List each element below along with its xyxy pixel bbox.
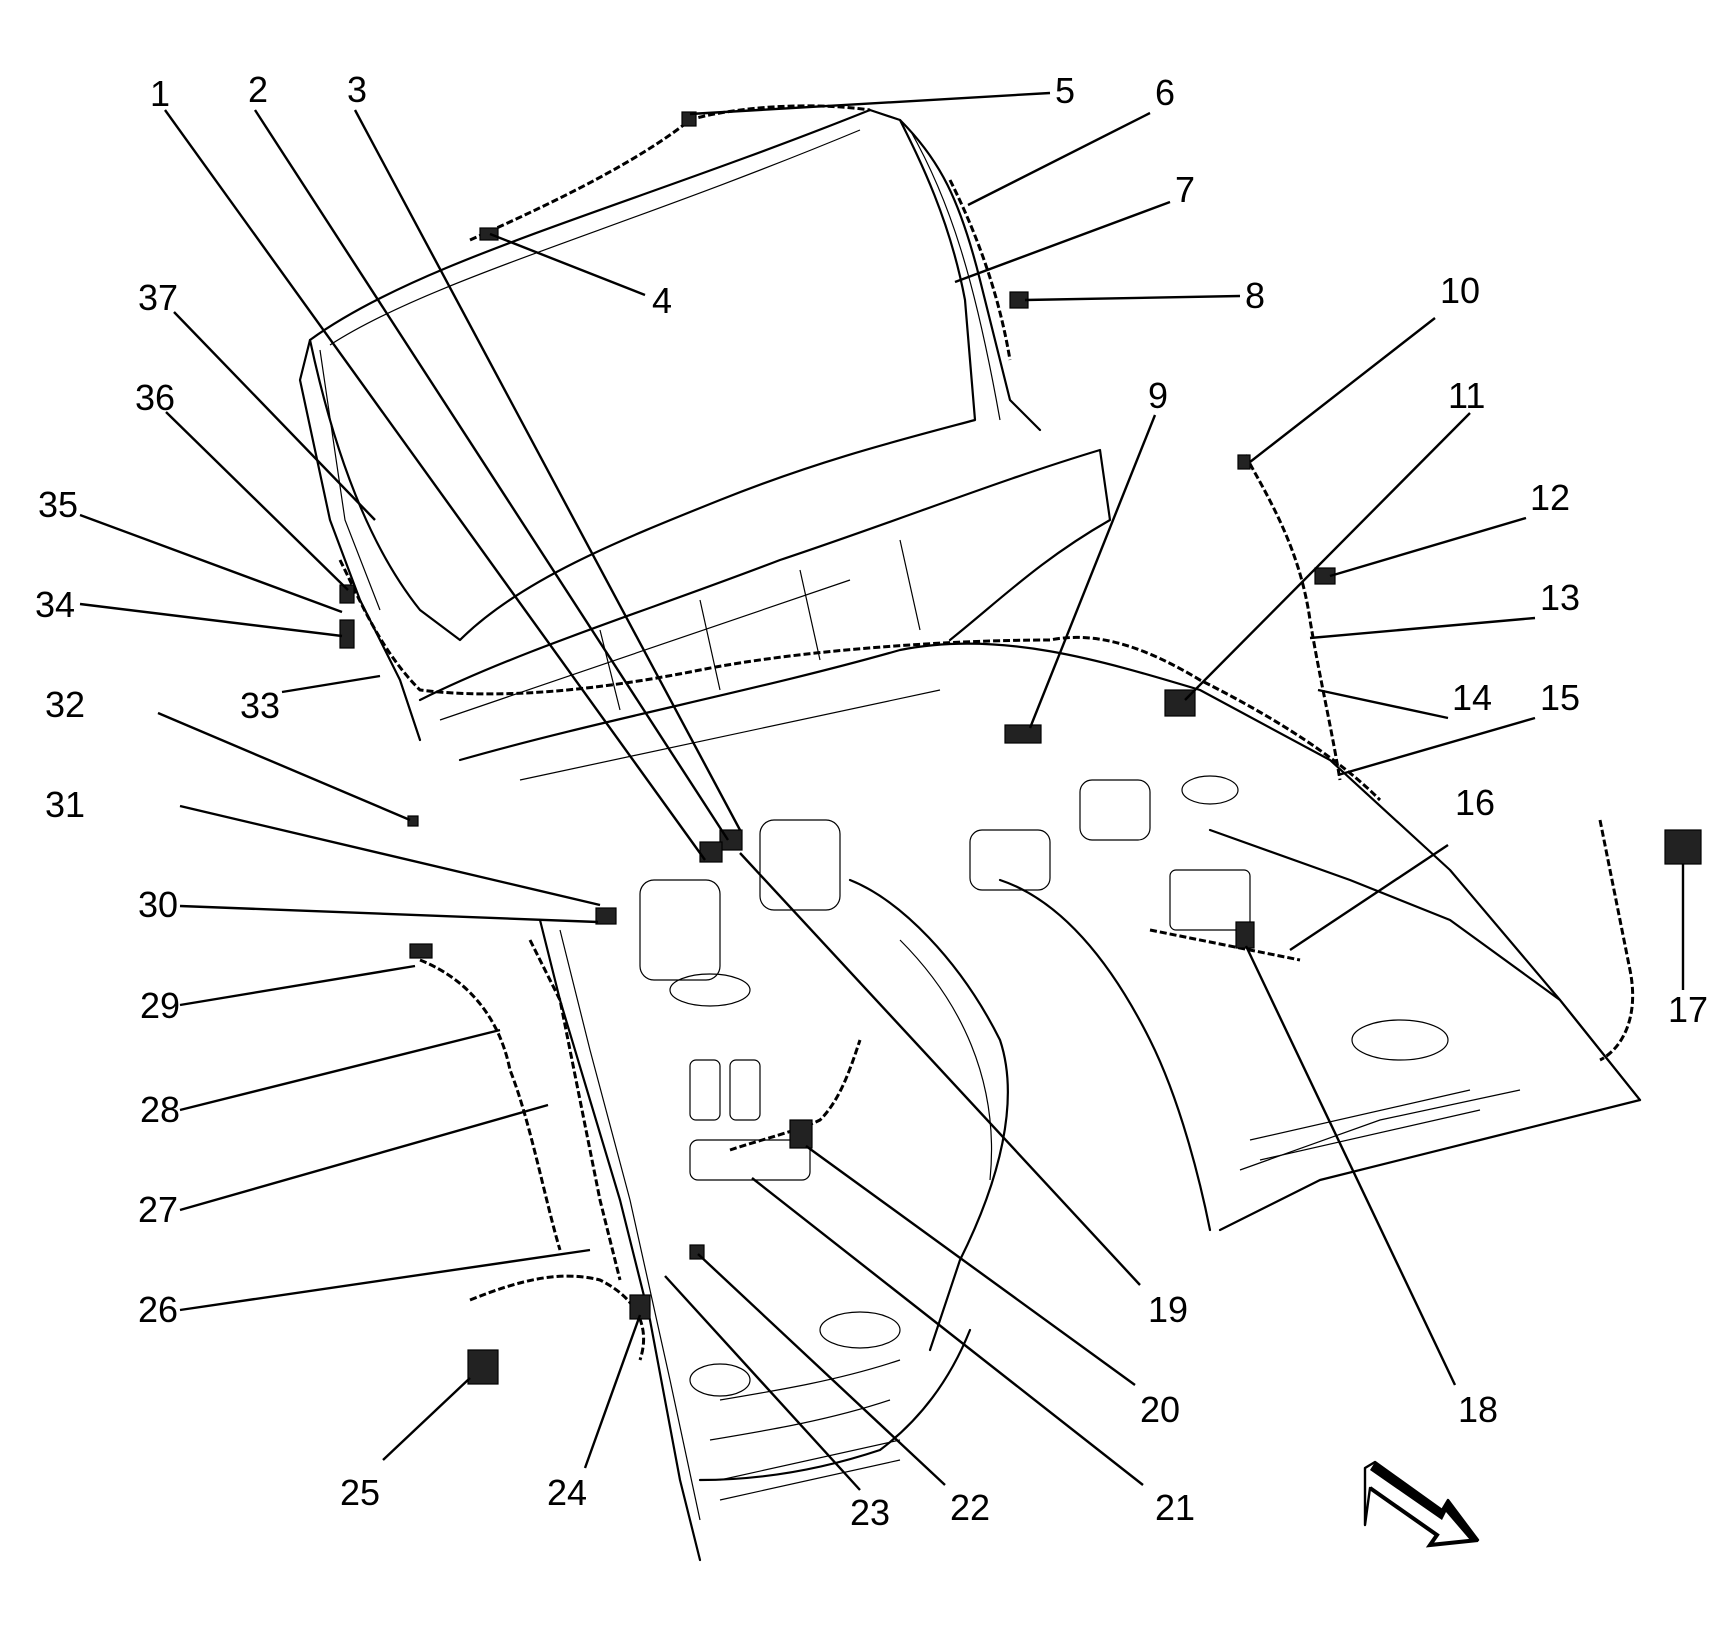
callout-10: 10 (1440, 270, 1480, 311)
leader-5 (689, 91, 1051, 116)
leader-13 (1309, 616, 1536, 640)
leader-9 (1028, 414, 1157, 729)
leader-23 (664, 1275, 861, 1491)
connector-34 (339, 619, 355, 649)
connector-32 (407, 815, 419, 827)
connector-4 (479, 227, 499, 241)
callout-24: 24 (547, 1472, 587, 1513)
leader-1 (164, 109, 706, 861)
leader-21 (751, 1177, 1144, 1486)
leader-4 (489, 232, 646, 297)
callout-22: 22 (950, 1487, 990, 1528)
callout-7: 7 (1175, 169, 1195, 210)
callout-5: 5 (1055, 70, 1075, 111)
callout-20: 20 (1140, 1389, 1180, 1430)
connector-10 (1237, 454, 1251, 470)
leader-26 (179, 1248, 591, 1312)
leader-28 (179, 1028, 501, 1112)
callout-25: 25 (340, 1472, 380, 1513)
connector-25 (467, 1349, 499, 1385)
leader-10 (1249, 317, 1436, 463)
leader-19 (739, 852, 1141, 1286)
connector-5 (681, 111, 697, 127)
leader-12 (1329, 516, 1527, 578)
callout-9: 9 (1148, 375, 1168, 416)
leader-22 (697, 1253, 946, 1486)
leader-25 (382, 1377, 471, 1461)
callout-27: 27 (138, 1189, 178, 1230)
leader-27 (179, 1103, 549, 1212)
leader-29 (179, 964, 416, 1007)
leader-16 (1289, 844, 1449, 951)
callout-37: 37 (138, 277, 178, 318)
connector-36 (339, 584, 355, 604)
callout-4: 4 (652, 280, 672, 321)
leader-15 (1337, 716, 1536, 777)
leader-8 (1024, 294, 1241, 302)
callout-18: 18 (1458, 1389, 1498, 1430)
callout-8: 8 (1245, 275, 1265, 316)
callout-30: 30 (138, 884, 178, 925)
callout-3: 3 (347, 69, 367, 110)
connector-30 (595, 907, 617, 925)
leader-24 (583, 1314, 642, 1469)
leader-3 (353, 109, 742, 831)
connector-17 (1664, 829, 1702, 865)
arrow-icon (1363, 1460, 1480, 1548)
callout-labels: 1 2 3 4 5 6 7 8 9 10 11 12 13 14 15 16 1… (35, 69, 1708, 1533)
callout-31: 31 (45, 784, 85, 825)
callout-32: 32 (45, 684, 85, 725)
leader-20 (805, 1145, 1136, 1386)
callout-11: 11 (1448, 375, 1485, 416)
callout-28: 28 (140, 1089, 180, 1130)
leader-14 (1317, 688, 1449, 720)
leader-36 (165, 411, 349, 591)
callout-15: 15 (1540, 677, 1580, 718)
leader-35 (79, 513, 343, 614)
connector-12 (1314, 567, 1336, 585)
leader-lines (79, 91, 1685, 1491)
callout-33: 33 (240, 685, 280, 726)
callout-2: 2 (248, 69, 268, 110)
callout-26: 26 (138, 1289, 178, 1330)
callout-36: 36 (135, 377, 175, 418)
leader-18 (1244, 945, 1457, 1386)
leader-2 (253, 109, 730, 841)
leader-7 (954, 200, 1171, 284)
wiring-harness (338, 104, 1635, 1361)
connectors (339, 111, 1702, 1385)
callout-35: 35 (38, 484, 78, 525)
callout-23: 23 (850, 1492, 890, 1533)
connector-24 (629, 1294, 651, 1320)
connector-20 (789, 1119, 813, 1149)
leader-34 (79, 602, 343, 638)
connector-18 (1235, 921, 1255, 949)
callout-19: 19 (1148, 1289, 1188, 1330)
leader-32 (157, 711, 411, 822)
callout-14: 14 (1452, 677, 1492, 718)
connector-29 (409, 943, 433, 959)
leader-11 (1184, 412, 1471, 701)
callout-34: 34 (35, 584, 75, 625)
vehicle-floor-pan (298, 108, 1642, 1562)
leader-6 (967, 111, 1151, 207)
callout-21: 21 (1155, 1487, 1195, 1528)
callout-17: 17 (1668, 989, 1708, 1030)
connector-9 (1004, 724, 1042, 744)
leader-30 (179, 904, 599, 924)
leader-37 (173, 311, 376, 521)
callout-1: 1 (150, 73, 170, 114)
callout-29: 29 (140, 985, 180, 1026)
callout-12: 12 (1530, 477, 1570, 518)
leader-33 (281, 674, 381, 694)
leader-31 (179, 804, 601, 907)
callout-6: 6 (1155, 72, 1175, 113)
callout-13: 13 (1540, 577, 1580, 618)
callout-16: 16 (1455, 782, 1495, 823)
